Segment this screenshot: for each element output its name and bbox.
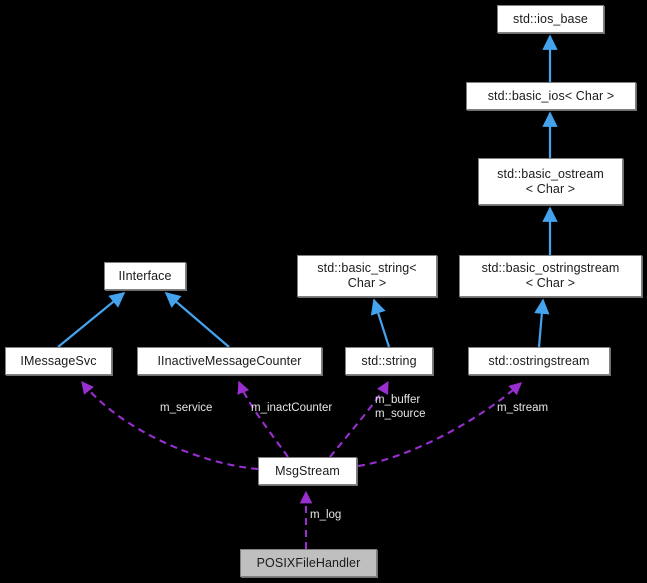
class-node-imessagesvc[interactable]: IMessageSvc xyxy=(5,347,112,375)
edge-label-m-stream: m_stream xyxy=(497,402,549,414)
class-node-ostringstream[interactable]: std::ostringstream xyxy=(468,347,610,375)
edge-label-m-buffer-m-source: m_buffer m_source xyxy=(375,394,426,420)
class-node-basic-string[interactable]: std::basic_string< Char > xyxy=(297,255,437,297)
edge-string-to-basic_string xyxy=(370,298,391,348)
class-node-posixfilehandler[interactable]: POSIXFileHandler xyxy=(240,549,377,577)
edge-msgstream-to-iinactivemsgcounter xyxy=(237,380,289,458)
edge-label-m-log: m_log xyxy=(310,509,342,521)
edge-imessagesvc-to-iinterface xyxy=(57,292,126,348)
edge-iinactivemsgcounter-to-iinterface xyxy=(164,291,230,348)
class-node-iinterface[interactable]: IInterface xyxy=(104,262,186,290)
edge-ostringstream-to-basic_ostringstream xyxy=(534,298,550,348)
class-node-basic-ostringstream[interactable]: std::basic_ostringstream < Char > xyxy=(459,255,642,297)
edge-label-m-service: m_service xyxy=(160,402,213,414)
class-node-basic-ostream[interactable]: std::basic_ostream < Char > xyxy=(478,158,623,205)
class-node-string[interactable]: std::string xyxy=(345,347,433,375)
class-node-basic-ios[interactable]: std::basic_ios< Char > xyxy=(466,82,636,110)
edge-msgstream-to-imessagesvc xyxy=(81,381,259,471)
class-node-msgstream[interactable]: MsgStream xyxy=(258,457,357,485)
class-node-ios-base[interactable]: std::ios_base xyxy=(497,5,604,33)
class-node-iinactivemessagecounter[interactable]: IInactiveMessageCounter xyxy=(137,347,322,375)
edge-label-m-inactcounter: m_inactCounter xyxy=(251,402,333,414)
